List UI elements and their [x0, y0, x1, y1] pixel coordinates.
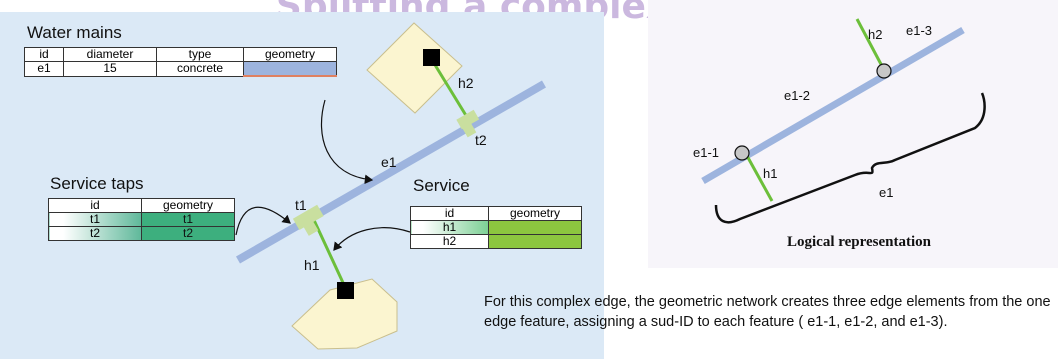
meter-h2	[423, 49, 440, 66]
junction-1	[734, 145, 750, 161]
logical-caption: Logical representation	[787, 234, 932, 250]
column-header: geometry	[488, 206, 582, 221]
logical-label-h1: h1	[763, 166, 778, 181]
table-row: e1 15 concrete	[24, 61, 337, 77]
service-taps-table: id geometry t1 t1 t2 t2	[48, 198, 235, 241]
water-mains-table: id diameter type geometry e1 15 concrete	[24, 47, 337, 77]
label-h2: h2	[458, 75, 474, 91]
label-t2: t2	[475, 132, 487, 148]
table-row: h1	[410, 220, 582, 235]
cell-id: t1	[48, 212, 142, 227]
column-header: id	[410, 206, 489, 221]
column-header: diameter	[63, 47, 157, 62]
logical-panel	[648, 0, 1058, 268]
water-mains-heading: Water mains	[27, 23, 122, 42]
service-heading: Service	[413, 176, 470, 195]
column-header: type	[156, 47, 244, 62]
service-line-h2	[430, 59, 472, 123]
cell-id: e1	[24, 61, 64, 77]
tap-t1	[292, 204, 324, 231]
logical-label-e1-2: e1-2	[784, 88, 811, 103]
arrow-main-to-e1	[320, 99, 374, 185]
logical-h1	[744, 153, 774, 202]
column-header: id	[24, 47, 64, 62]
column-header: id	[48, 198, 142, 213]
table-row: t2 t2	[48, 226, 235, 241]
service-taps-heading: Service taps	[50, 174, 144, 193]
cell-geometry	[488, 234, 582, 249]
tap-t2-stub	[459, 118, 477, 138]
cell-id: h1	[410, 220, 489, 235]
junction-2	[876, 63, 892, 79]
cell-diameter: 15	[63, 61, 157, 77]
meter-h1	[337, 282, 354, 299]
arrow-taps-to-t1	[235, 206, 291, 236]
logical-label-h2: h2	[868, 27, 883, 42]
brace-e1	[714, 92, 986, 224]
logical-label-e1-3: e1-3	[906, 23, 933, 38]
parcel-upper	[366, 22, 463, 114]
table-row: h2	[410, 234, 582, 249]
label-h1: h1	[304, 257, 320, 273]
water-main-e1	[236, 80, 546, 264]
service-line-h1	[311, 217, 347, 288]
logical-label-e1: e1	[879, 185, 894, 200]
label-e1: e1	[381, 154, 397, 170]
column-header: geometry	[243, 47, 337, 62]
label-t1: t1	[295, 197, 307, 213]
tap-t1-stub	[300, 216, 319, 236]
logical-h2	[855, 18, 885, 69]
figure-caption: For this complex edge, the geometric net…	[484, 294, 1051, 330]
column-header: geometry	[141, 198, 235, 213]
cell-type: concrete	[156, 61, 244, 77]
table-row: t1 t1	[48, 212, 235, 227]
cell-id: t2	[48, 226, 142, 241]
cell-geometry	[243, 61, 337, 77]
cell-geometry	[488, 220, 582, 235]
cell-id: h2	[410, 234, 489, 249]
service-table: id geometry h1 h2	[410, 206, 582, 249]
arrow-service-to-h1	[333, 227, 411, 251]
cell-geometry: t1	[141, 212, 235, 227]
logical-label-e1-1: e1-1	[693, 145, 720, 160]
cell-geometry: t2	[141, 226, 235, 241]
